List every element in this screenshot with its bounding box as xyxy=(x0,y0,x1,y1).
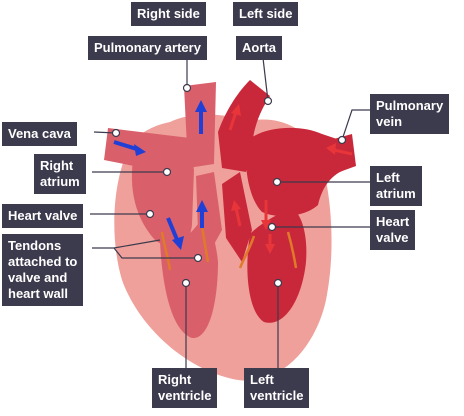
label-left-atrium: Left atrium xyxy=(370,166,422,206)
dot-tendons xyxy=(193,253,203,263)
leader-pulmonary-vein xyxy=(341,109,370,141)
arrowhead-right-ventricle-up xyxy=(196,200,208,212)
dot-right-atrium xyxy=(162,167,172,177)
label-vena-cava: Vena cava xyxy=(2,122,77,146)
label-left-side: Left side xyxy=(233,2,299,26)
leader-aorta xyxy=(262,57,269,102)
dot-pulmonary-artery xyxy=(182,83,192,93)
arrowhead-pulmonary-artery xyxy=(195,100,207,112)
right-atrium-chamber xyxy=(131,141,194,247)
label-heart-valve-right: Heart valve xyxy=(370,210,416,250)
tendon-right xyxy=(160,231,172,271)
arrowhead-pulmonary-vein xyxy=(326,143,336,155)
tendon-right-2 xyxy=(200,225,210,263)
label-pulmonary-vein: Pulmonary vein xyxy=(370,94,450,134)
label-right-ventricle: Right ventricle xyxy=(152,368,218,408)
aorta-vessel xyxy=(218,80,270,172)
tendon-left xyxy=(238,235,256,269)
right-ventricle-chamber xyxy=(160,215,218,339)
label-pulmonary-artery: Pulmonary artery xyxy=(88,36,207,60)
leader-dots xyxy=(111,83,347,288)
arrow-pulmonary-vein xyxy=(333,148,353,156)
arrowhead-left-ventricle-down xyxy=(265,244,275,254)
label-right-side: Right side xyxy=(131,2,206,26)
arrow-left-inner-up xyxy=(234,207,242,227)
label-heart-valve-left: Heart valve xyxy=(2,204,84,228)
dot-vena-cava xyxy=(111,128,121,138)
dot-pulmonary-vein xyxy=(337,135,347,145)
leader-tendons-2 xyxy=(113,239,161,249)
tendon-left-2 xyxy=(286,231,298,269)
dot-right-ventricle xyxy=(181,278,191,288)
left-atrium-chamber xyxy=(245,127,344,217)
arrowhead-right-atrium-down xyxy=(172,236,184,250)
dot-left-atrium xyxy=(272,177,282,187)
left-ventricle-chamber xyxy=(247,208,307,323)
red-arrows xyxy=(228,104,353,254)
dot-left-ventricle xyxy=(273,278,283,288)
arrowhead-aorta xyxy=(231,104,241,116)
arrowhead-left-atrium-down xyxy=(261,220,271,230)
label-aorta: Aorta xyxy=(236,36,282,60)
leader-lines xyxy=(90,57,370,368)
blue-arrows xyxy=(113,100,208,250)
arrowhead-left-inner-up xyxy=(231,200,241,211)
dot-heart-valve-left xyxy=(145,209,155,219)
dot-aorta xyxy=(263,96,273,106)
pulmonary-vein-vessel xyxy=(330,134,356,174)
dot-heart-valve-right xyxy=(267,222,277,232)
arrow-aorta xyxy=(228,111,238,131)
leader-tendons xyxy=(92,247,198,259)
arrowhead-vena-cava xyxy=(134,144,146,156)
label-left-ventricle: Left ventricle xyxy=(244,368,310,408)
arrow-right-atrium-down xyxy=(166,217,180,243)
label-tendons: Tendons attached to valve and heart wall xyxy=(2,234,84,306)
label-right-atrium: Right atrium xyxy=(34,154,86,194)
